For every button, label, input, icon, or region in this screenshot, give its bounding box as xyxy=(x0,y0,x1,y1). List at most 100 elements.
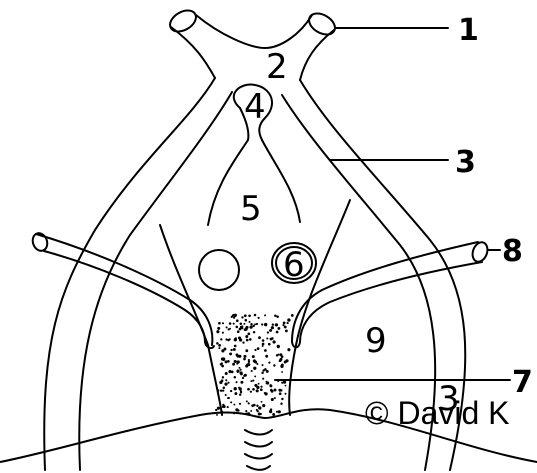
stipple-dot xyxy=(218,322,221,325)
stipple-dot xyxy=(262,345,264,347)
stipple-dot xyxy=(236,319,239,322)
stipple-dot xyxy=(239,338,242,341)
stipple-dot xyxy=(222,389,224,391)
stipple-dot xyxy=(279,392,282,395)
stipple-dot xyxy=(233,348,236,351)
stipple-dot xyxy=(235,381,237,383)
stipple-dot xyxy=(247,333,250,336)
stipple-dot xyxy=(237,330,240,333)
stipple-dot xyxy=(250,380,252,382)
stipple-dot xyxy=(264,368,267,371)
stipple-dot xyxy=(276,354,278,356)
stipple-dot xyxy=(237,371,239,373)
stipple-dot xyxy=(236,353,239,356)
stipple-dot xyxy=(230,390,232,392)
stipple-dot xyxy=(225,360,228,363)
stipple-dot xyxy=(240,371,243,374)
stipple-dot xyxy=(254,375,256,377)
stipple-dot xyxy=(270,338,273,341)
stipple-dot xyxy=(216,342,219,345)
stipple-dot xyxy=(261,323,263,325)
stipple-dot xyxy=(278,410,281,413)
leader-lines xyxy=(275,28,510,380)
stipple-dot xyxy=(243,358,246,361)
stipple-dot xyxy=(260,386,262,388)
upper-fork xyxy=(166,6,338,80)
stipple-dot xyxy=(268,361,270,363)
stipple-dot xyxy=(221,362,223,364)
stipple-dot xyxy=(236,326,239,329)
stipple-dot xyxy=(239,403,241,405)
stipple-dot xyxy=(266,337,268,339)
stipple-dot xyxy=(271,390,274,393)
stipple-dot xyxy=(254,384,257,387)
stipple-dot xyxy=(224,383,227,386)
stipple-dot xyxy=(269,410,272,413)
stipple-dot xyxy=(221,357,224,360)
stipple-dot xyxy=(227,406,229,408)
stipple-dot xyxy=(284,361,287,364)
stipple-dot xyxy=(235,408,238,411)
stipple-dot xyxy=(250,391,252,393)
stipple-dot xyxy=(228,328,230,330)
stipple-dot xyxy=(250,410,252,412)
stipple-dot xyxy=(243,323,245,325)
body-left-side xyxy=(160,225,222,415)
stipple-dot xyxy=(267,331,269,333)
stipple-dot xyxy=(220,389,222,391)
stipple-dot xyxy=(272,324,274,326)
stipple-dot xyxy=(243,355,246,358)
stipple-dot xyxy=(225,394,227,396)
label-3: 3 xyxy=(455,145,476,180)
stipple-dot xyxy=(234,345,237,348)
stipple-dot xyxy=(244,314,247,317)
stipple-dot xyxy=(249,321,251,323)
label-2: 2 xyxy=(266,47,288,87)
stipple-dot xyxy=(262,343,265,346)
stipple-dot xyxy=(256,363,258,365)
stipple-dot xyxy=(291,314,294,317)
stipple-dot xyxy=(274,397,276,399)
stipple-dot xyxy=(228,397,230,399)
stipple-dot xyxy=(238,355,241,358)
stipple-dot xyxy=(253,367,256,370)
label-1: 1 xyxy=(458,13,479,48)
stipple-dot xyxy=(228,370,231,373)
stipple-dot xyxy=(253,331,255,333)
stipple-dot xyxy=(252,388,255,391)
stipple-dot xyxy=(245,410,247,412)
stipple-dot xyxy=(283,322,286,325)
stipple-dot xyxy=(246,400,248,402)
stipple-dot xyxy=(216,414,218,416)
stipple-dot xyxy=(217,327,220,330)
stipple-dot xyxy=(230,401,232,403)
stipple-dot xyxy=(240,369,242,371)
stipple-dot xyxy=(244,329,246,331)
stipple-dot xyxy=(279,353,282,356)
label-8: 8 xyxy=(502,234,523,269)
stipple-dot xyxy=(254,323,256,325)
stipple-dot xyxy=(239,393,241,395)
stipple-dot xyxy=(281,371,283,373)
stipple-dot xyxy=(268,343,271,346)
stipple-dot xyxy=(257,317,259,319)
stipple-dot xyxy=(251,370,253,372)
stipple-dot xyxy=(248,361,250,363)
stipple-dot xyxy=(239,367,241,369)
stipple-dot xyxy=(265,392,268,395)
stipple-dot xyxy=(256,389,259,392)
stipple-dot xyxy=(252,380,254,382)
central-body xyxy=(160,85,350,415)
stipple-dot xyxy=(287,322,289,324)
stipple-dot xyxy=(261,372,263,374)
stipple-dot xyxy=(249,325,252,328)
stipple-dot xyxy=(273,364,275,366)
stipple-dot xyxy=(276,411,278,413)
stipple-dot xyxy=(227,382,229,384)
stipple-dot xyxy=(285,385,287,387)
left-opening xyxy=(199,250,239,290)
stipple-dot xyxy=(266,381,269,384)
stipple-dot xyxy=(220,338,222,340)
bottom-mark-1 xyxy=(245,430,272,435)
